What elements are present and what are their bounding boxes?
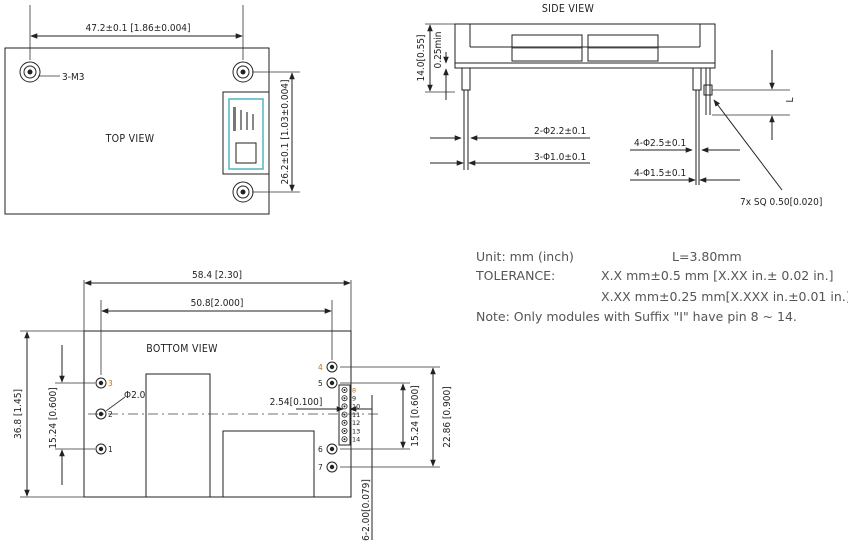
svg-text:6: 6 (318, 445, 323, 454)
side-view-title: SIDE VIEW (542, 3, 595, 15)
svg-text:1: 1 (108, 445, 113, 454)
mount-hole (19, 61, 41, 83)
left-pitch-dim: 15.24 [0.600] (48, 387, 59, 448)
svg-text:13: 13 (352, 427, 360, 435)
top-height-dim: 26.2±0.1 [1.03±0.004] (280, 79, 291, 184)
mount-hole (232, 181, 254, 203)
top-view-title: TOP VIEW (105, 133, 155, 145)
hole-dia-label: Φ2.0 (124, 390, 146, 401)
header-pin-12: 12 (341, 419, 360, 427)
top-view: 47.2±0.1 [1.86±0.004] 3-M3 TOP VIEW (4, 5, 300, 215)
right-span-dim: 22.86 [0.900] (442, 386, 453, 447)
pin-15-dim: 4-Φ1.5±0.1 (634, 168, 686, 179)
bottom-holes-dim: 6-2.00[0.079] (361, 479, 372, 541)
screw-label: 3-M3 (62, 72, 84, 83)
header-pin-11: 11 (341, 411, 360, 419)
product-label (222, 91, 270, 175)
pin-6: 6 (318, 443, 338, 455)
pin-4: 4 (318, 361, 338, 373)
svg-text:9: 9 (352, 395, 356, 403)
svg-text:11: 11 (352, 411, 360, 419)
side-height-dim: 14.0[0.55] (416, 34, 427, 81)
suffix-note: Note: Only modules with Suffix "I" have … (476, 309, 797, 324)
tolerance-2: X.XX mm±0.25 mm[X.XXX in.±0.01 in.] (601, 289, 848, 304)
svg-text:2: 2 (108, 410, 113, 419)
header-pin-9: 9 (341, 395, 356, 403)
signal-header (338, 384, 351, 446)
svg-text:5: 5 (318, 379, 323, 388)
svg-text:14: 14 (352, 436, 360, 444)
mount-hole (232, 61, 254, 83)
svg-text:4: 4 (318, 363, 323, 372)
pin-5: 5 (318, 377, 338, 389)
right-pitch-dim: 15.24 [0.600] (410, 385, 421, 446)
svg-text:8: 8 (352, 386, 356, 394)
pin-1: 1 (95, 443, 113, 455)
bottom-pitch-dim: 50.8[2.000] (191, 298, 244, 309)
bottom-view-title: BOTTOM VIEW (146, 343, 218, 355)
sq-pin-dim: 7x SQ 0.50[0.020] (740, 197, 822, 208)
pin-22-dim: 2-Φ2.2±0.1 (534, 126, 586, 137)
header-pin-8: 8 (341, 386, 356, 394)
svg-text:7: 7 (318, 463, 323, 472)
tolerance-1: X.X mm±0.5 mm [X.XX in.± 0.02 in.] (601, 268, 834, 283)
bottom-width-dim: 58.4 [2.30] (192, 270, 242, 281)
side-l-label: L (785, 97, 796, 102)
pin-7: 7 (318, 461, 338, 473)
pin-25-dim: 4-Φ2.5±0.1 (634, 138, 686, 149)
pin-pitch-dim: 2.54[0.100] (270, 397, 323, 408)
side-min-dim: 0.25min (433, 32, 444, 69)
svg-text:3: 3 (108, 379, 113, 388)
pin-10-dim: 3-Φ1.0±0.1 (534, 152, 586, 163)
pin-3: 3 (95, 377, 113, 389)
side-view: SIDE VIEW 14.0[0.55] 0.25min L (416, 3, 822, 208)
tolerance-label: TOLERANCE: (476, 268, 556, 283)
header-pin-14: 14 (341, 436, 360, 444)
header-pin-13: 13 (341, 427, 360, 435)
top-width-dim: 47.2±0.1 [1.86±0.004] (85, 23, 190, 34)
svg-text:12: 12 (352, 419, 360, 427)
l-value: L=3.80mm (672, 249, 742, 264)
unit-label: Unit: mm (inch) (476, 249, 574, 264)
pin-2: 2 (95, 408, 113, 420)
bottom-view: 58.4 [2.30] 50.8[2.000] BOTTOM VIEW 3 2 … (13, 270, 453, 541)
bottom-height-dim: 36.8 [1.45] (13, 389, 24, 439)
